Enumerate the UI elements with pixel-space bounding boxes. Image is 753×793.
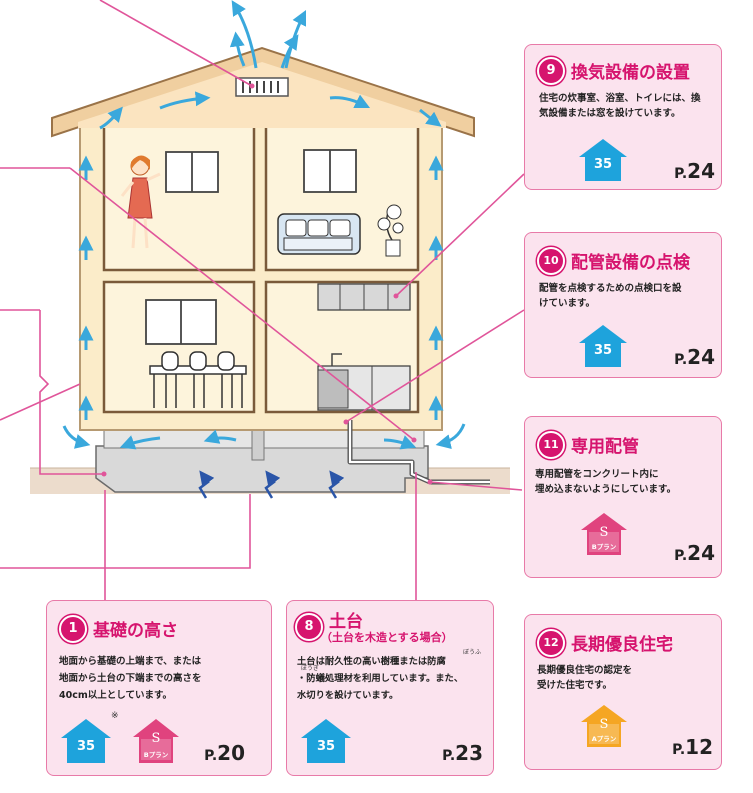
page-number: 23: [455, 741, 483, 765]
desc-line: 配管を点検するための点検口を設: [539, 283, 682, 294]
card-subtitle: （土台を木造とする場合）: [321, 631, 453, 644]
card-number: 8: [295, 613, 323, 641]
page-prefix: P.: [674, 352, 688, 368]
badge-plan: Bプラン: [143, 751, 169, 759]
card-sill: 8 土台 （土台を木造とする場合） ぼうふ ぼうぎ 土台は耐久性の高い樹種または…: [286, 600, 494, 776]
page-reference: P.20: [204, 741, 245, 765]
desc-line: ・防蟻処理材を利用しています。また、: [297, 673, 464, 684]
card-number: 1: [59, 615, 87, 643]
flat35-badge: 35: [579, 325, 627, 367]
airflow-arrows: [62, 0, 466, 450]
desc-line: けています。: [539, 298, 596, 309]
card-piping-inspection: 10 配管設備の点検 配管を点検するための点検口を設 けています。 35 P.2…: [524, 232, 722, 378]
leader-lines: [0, 0, 525, 600]
page-prefix: P.: [204, 748, 218, 764]
desc-line: 住宅の炊事室、浴室、トイレには、換: [539, 93, 701, 104]
page-prefix: P.: [672, 742, 686, 758]
woman-figure: [120, 155, 161, 249]
badge-plan: Aプラン: [591, 735, 617, 743]
page-prefix: P.: [674, 166, 688, 182]
roof: [51, 46, 475, 138]
card-number: 11: [537, 431, 565, 459]
card-title: 長期優良住宅: [571, 635, 673, 655]
page-number: 20: [217, 741, 245, 765]
card-description: 住宅の炊事室、浴室、トイレには、換 気設備または窓を設けています。: [539, 91, 719, 121]
card-long-life-housing: 12 長期優良住宅 長期優良住宅の認定を 受けた住宅です。 S Aプラン P.1…: [524, 614, 722, 770]
badge-label: 35: [593, 157, 613, 172]
page-number: 24: [687, 159, 715, 183]
card-number: 12: [537, 629, 565, 657]
badge-s: S: [599, 717, 609, 732]
card-title: 基礎の高さ: [93, 621, 178, 641]
ground-moisture-arrows: [198, 470, 345, 499]
page-number: 24: [687, 345, 715, 369]
badge-label: 35: [316, 739, 336, 754]
card-number: 9: [537, 57, 565, 85]
card-description: 長期優良住宅の認定を 受けた住宅です。: [537, 663, 717, 693]
flat35-badge: 35: [579, 139, 627, 181]
page-reference: P.12: [672, 735, 713, 759]
page-reference: P.24: [674, 345, 715, 369]
page-reference: P.24: [674, 541, 715, 565]
page-prefix: P.: [674, 548, 688, 564]
desc-line: 気設備または窓を設けています。: [539, 108, 681, 119]
card-description: 専用配管をコンクリート内に 埋め込まないようにしています。: [535, 467, 719, 497]
s-plan-badge: S Bプラン: [581, 513, 627, 555]
foundation: [95, 429, 429, 493]
page-number: 12: [685, 735, 713, 759]
desc-line: 土台は耐久性の高い樹種または防腐: [297, 656, 446, 667]
badge-s: S: [599, 525, 609, 540]
desc-line: 地面から土台の下端までの高さを: [59, 673, 202, 684]
badge-s: S: [151, 731, 161, 746]
windows: [145, 149, 357, 345]
page-reference: P.24: [674, 159, 715, 183]
card-title: 専用配管: [571, 437, 639, 457]
desc-line: 水切りを設けています。: [297, 690, 399, 701]
leader-dots: [101, 83, 433, 485]
badge-plan: Bプラン: [591, 543, 617, 551]
card-title: 土台: [329, 612, 363, 632]
s-plan-badge: S Aプラン: [581, 705, 627, 747]
card-description: 土台は耐久性の高い樹種または防腐 ・防蟻処理材を利用しています。また、 水切りを…: [297, 653, 493, 704]
page-prefix: P.: [442, 748, 456, 764]
card-description: 地面から基礎の上端まで、または 地面から土台の下端までの高さを 40cm以上とし…: [59, 653, 269, 704]
s-plan-badge: S Bプラン: [133, 719, 179, 763]
card-foundation-height: 1 基礎の高さ 地面から基礎の上端まで、または 地面から土台の下端までの高さを …: [46, 600, 272, 776]
card-dedicated-piping: 11 専用配管 専用配管をコンクリート内に 埋め込まないようにしています。 S …: [524, 416, 722, 578]
badge-label: 35: [76, 739, 96, 754]
sofa: [277, 213, 361, 255]
desc-line: 40cm以上としています。: [59, 690, 173, 701]
potted-plant: [377, 204, 404, 257]
page-number: 24: [687, 541, 715, 565]
flat35-badge: 35: [61, 719, 111, 763]
desc-line: 埋め込まないようにしています。: [535, 484, 677, 495]
dining-chairs: [149, 351, 247, 408]
footnote-mark: ※: [111, 711, 119, 721]
desc-line: 長期優良住宅の認定を: [537, 665, 633, 676]
card-ventilation: 9 換気設備の設置 住宅の炊事室、浴室、トイレには、換 気設備または窓を設けてい…: [524, 44, 722, 190]
badge-label: 35: [593, 343, 613, 358]
card-number: 10: [537, 247, 565, 275]
desc-line: 地面から基礎の上端まで、または: [59, 656, 202, 667]
flat35-badge: 35: [301, 719, 351, 763]
ruby-annotation: ぼうふ: [463, 649, 482, 656]
card-title: 換気設備の設置: [571, 63, 690, 83]
ruby-annotation: ぼうぎ: [301, 665, 320, 672]
page-reference: P.23: [442, 741, 483, 765]
desc-line: 受けた住宅です。: [537, 680, 613, 691]
card-description: 配管を点検するための点検口を設 けています。: [539, 281, 719, 311]
card-title: 配管設備の点検: [571, 253, 690, 273]
desc-line: 専用配管をコンクリート内に: [535, 469, 659, 480]
